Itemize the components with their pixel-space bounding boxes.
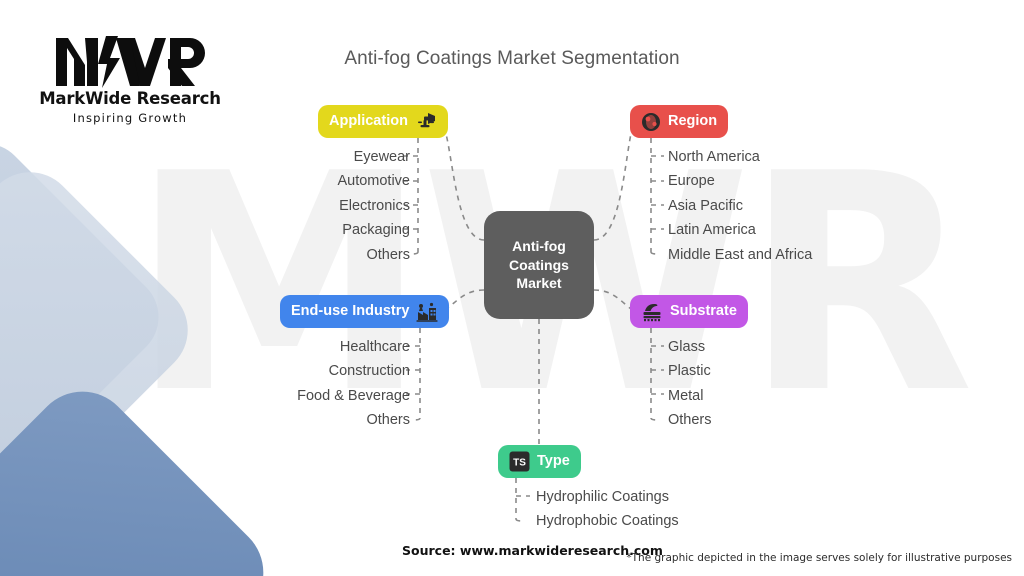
leaf-list-end-use-industry: Healthcare Construction Food & Beverage … — [150, 335, 410, 433]
tick-substrate-4 — [650, 417, 661, 421]
center-node[interactable]: Anti-fog Coatings Market — [484, 211, 594, 319]
tick-region-5 — [650, 251, 661, 255]
center-node-line-2: Coatings — [509, 256, 569, 273]
list-item[interactable]: Plastic — [668, 363, 711, 380]
ts-badge-icon: TS — [509, 451, 530, 472]
source-text: Source: www.markwideresearch.com — [402, 543, 663, 558]
branch-node-substrate[interactable]: Substrate — [630, 295, 748, 328]
logo-tagline: Inspiring Growth — [72, 111, 188, 125]
connector-center-application — [439, 121, 485, 241]
tick-application-5 — [408, 251, 419, 255]
company-logo: MarkWide Research Inspiring Growth — [30, 32, 230, 125]
center-node-line-3: Market — [516, 275, 562, 292]
branch-label-region: Region — [668, 113, 718, 130]
list-item[interactable]: Others — [366, 246, 410, 263]
list-item[interactable]: Electronics — [339, 197, 410, 214]
list-item[interactable]: Food & Beverage — [297, 387, 410, 404]
globe-icon — [641, 112, 661, 132]
list-item[interactable]: Packaging — [342, 222, 410, 239]
list-item[interactable]: Others — [366, 412, 410, 429]
branch-node-type[interactable]: TS Type — [498, 445, 581, 478]
connector-center-enduse — [435, 289, 485, 313]
leaf-list-substrate: Glass Plastic Metal Others — [668, 335, 928, 433]
svg-text:TS: TS — [513, 458, 526, 469]
list-item[interactable]: Healthcare — [339, 339, 410, 355]
connector-center-substrate — [593, 289, 641, 313]
list-item[interactable]: Construction — [328, 363, 410, 380]
list-item[interactable]: Middle East and Africa — [668, 246, 813, 263]
leaf-list-type: Hydrophilic Coatings Hydrophobic Coating… — [536, 485, 836, 534]
branch-label-end-use-industry: End-use Industry — [291, 303, 410, 320]
disclaimer-text: *The graphic depicted in the image serve… — [626, 552, 1012, 564]
list-item[interactable]: Eyewear — [353, 149, 410, 165]
layers-icon — [641, 302, 663, 322]
spray-applicator-icon — [415, 112, 437, 132]
list-item[interactable]: Automotive — [337, 173, 410, 190]
center-node-line-1: Anti-fog — [512, 238, 566, 255]
tick-type-2 — [515, 518, 526, 522]
branch-node-end-use-industry[interactable]: End-use Industry — [280, 295, 450, 328]
factory-icon — [416, 302, 438, 322]
branch-label-type: Type — [537, 453, 570, 470]
list-item[interactable]: Europe — [668, 173, 715, 190]
branch-label-substrate: Substrate — [670, 303, 737, 320]
mwr-logo-mark — [56, 36, 205, 88]
list-item[interactable]: Metal — [668, 387, 704, 404]
branch-node-application[interactable]: Application — [318, 105, 448, 138]
chart-title: Anti-fog Coatings Market Segmentation — [344, 48, 680, 69]
connector-center-region — [593, 121, 637, 241]
list-item[interactable]: Hydrophobic Coatings — [536, 513, 679, 530]
list-item[interactable]: Others — [668, 412, 712, 429]
leaf-list-region: North America Europe Asia Pacific Latin … — [668, 145, 968, 267]
branch-node-region[interactable]: Region — [630, 105, 729, 138]
branch-label-application: Application — [329, 113, 408, 130]
tick-enduse-4 — [410, 417, 421, 421]
list-item[interactable]: Asia Pacific — [668, 197, 743, 214]
logo-company-name: MarkWide Research — [39, 89, 221, 108]
list-item[interactable]: Latin America — [668, 222, 756, 239]
list-item[interactable]: Hydrophilic Coatings — [536, 489, 669, 505]
list-item[interactable]: North America — [668, 149, 760, 165]
leaf-list-application: Eyewear Automotive Electronics Packaging… — [180, 145, 410, 267]
list-item[interactable]: Glass — [668, 339, 706, 355]
